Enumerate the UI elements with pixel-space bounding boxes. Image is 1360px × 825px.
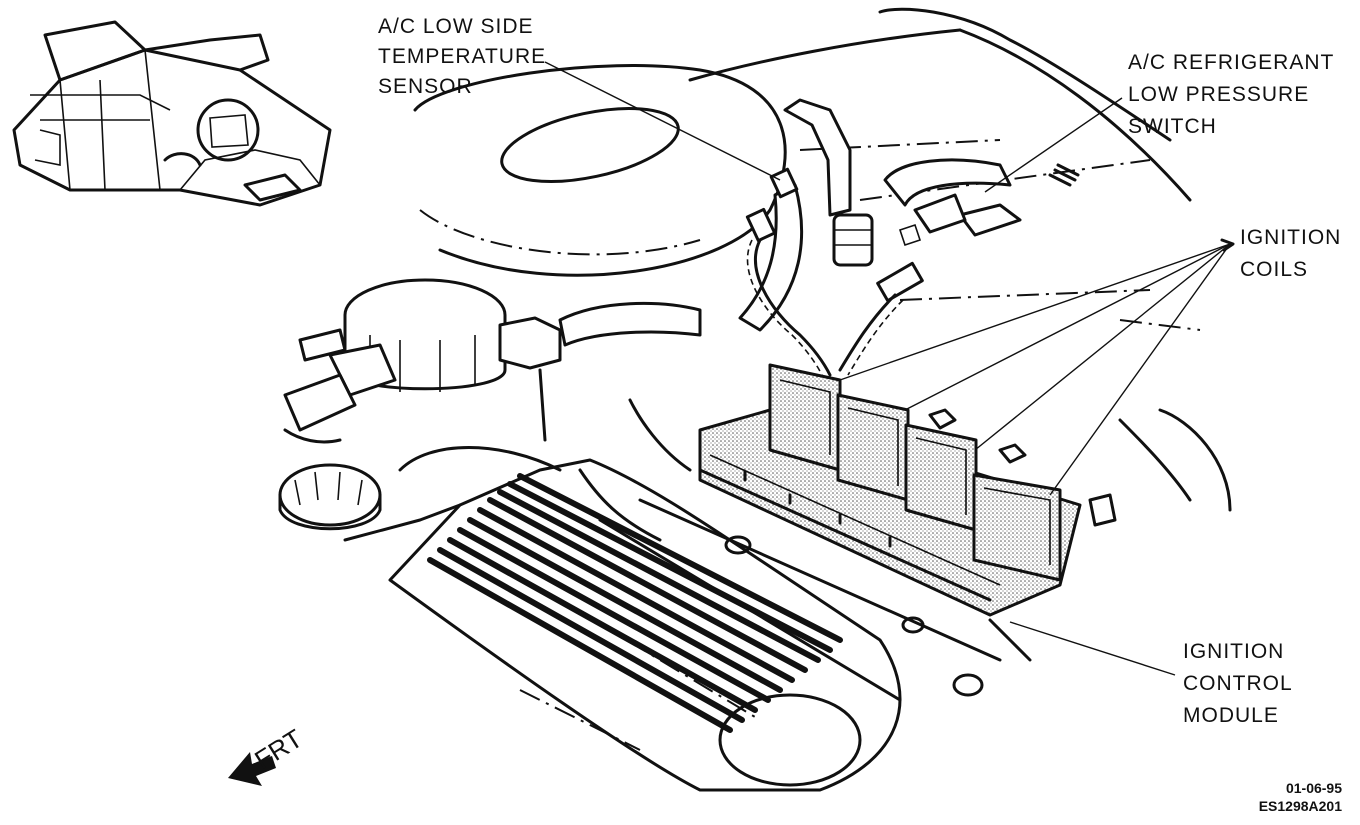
label-line: TEMPERATURE (378, 45, 546, 68)
label-ac-refrigerant-low-pressure-switch: A/C REFRIGERANT LOW PRESSURE SWITCH (984, 51, 1334, 193)
leader-line (904, 243, 1231, 411)
figure-id-code: ES1298A201 (1259, 798, 1343, 814)
leader-line (839, 243, 1231, 381)
label-line: SWITCH (1128, 115, 1217, 138)
arrowhead (1220, 238, 1235, 252)
figure-reference-codes: 01-06-95 ES1298A201 (1259, 780, 1343, 814)
label-line: MODULE (1183, 704, 1279, 727)
label-line: IGNITION (1183, 640, 1284, 663)
label-line: LOW PRESSURE (1128, 83, 1309, 106)
label-line: IGNITION (1240, 226, 1341, 249)
label-line: A/C LOW SIDE (378, 15, 534, 38)
label-line: CONTROL (1183, 672, 1293, 695)
leader-line (1049, 243, 1231, 496)
ac-hoses (558, 98, 1080, 347)
ignition-coil (972, 473, 1062, 582)
front-direction-indicator: FRT (228, 723, 308, 786)
leader-line (974, 243, 1231, 451)
intake-manifold-cover (343, 446, 1002, 792)
label-line: A/C REFRIGERANT (1128, 51, 1334, 74)
engine-bay-outline (413, 7, 1232, 512)
ignition-module-assembly (628, 363, 1117, 662)
filler-cap (278, 463, 382, 531)
vehicle-locator-illustration (12, 20, 332, 207)
label-line: SENSOR (378, 75, 473, 98)
front-arrow-icon (228, 752, 276, 786)
leader-line (544, 61, 781, 181)
accumulator-assembly (283, 278, 562, 444)
wiring-harness (746, 238, 904, 377)
label-line: COILS (1240, 258, 1308, 281)
leader-line (984, 97, 1123, 193)
label-ignition-coils: IGNITION COILS (839, 226, 1341, 496)
label-ignition-control-module: IGNITION CONTROL MODULE (1009, 621, 1293, 727)
label-ac-low-side-temperature-sensor: A/C LOW SIDE TEMPERATURE SENSOR (378, 15, 781, 181)
figure-date-code: 01-06-95 (1286, 780, 1342, 796)
leader-line (1009, 621, 1176, 676)
